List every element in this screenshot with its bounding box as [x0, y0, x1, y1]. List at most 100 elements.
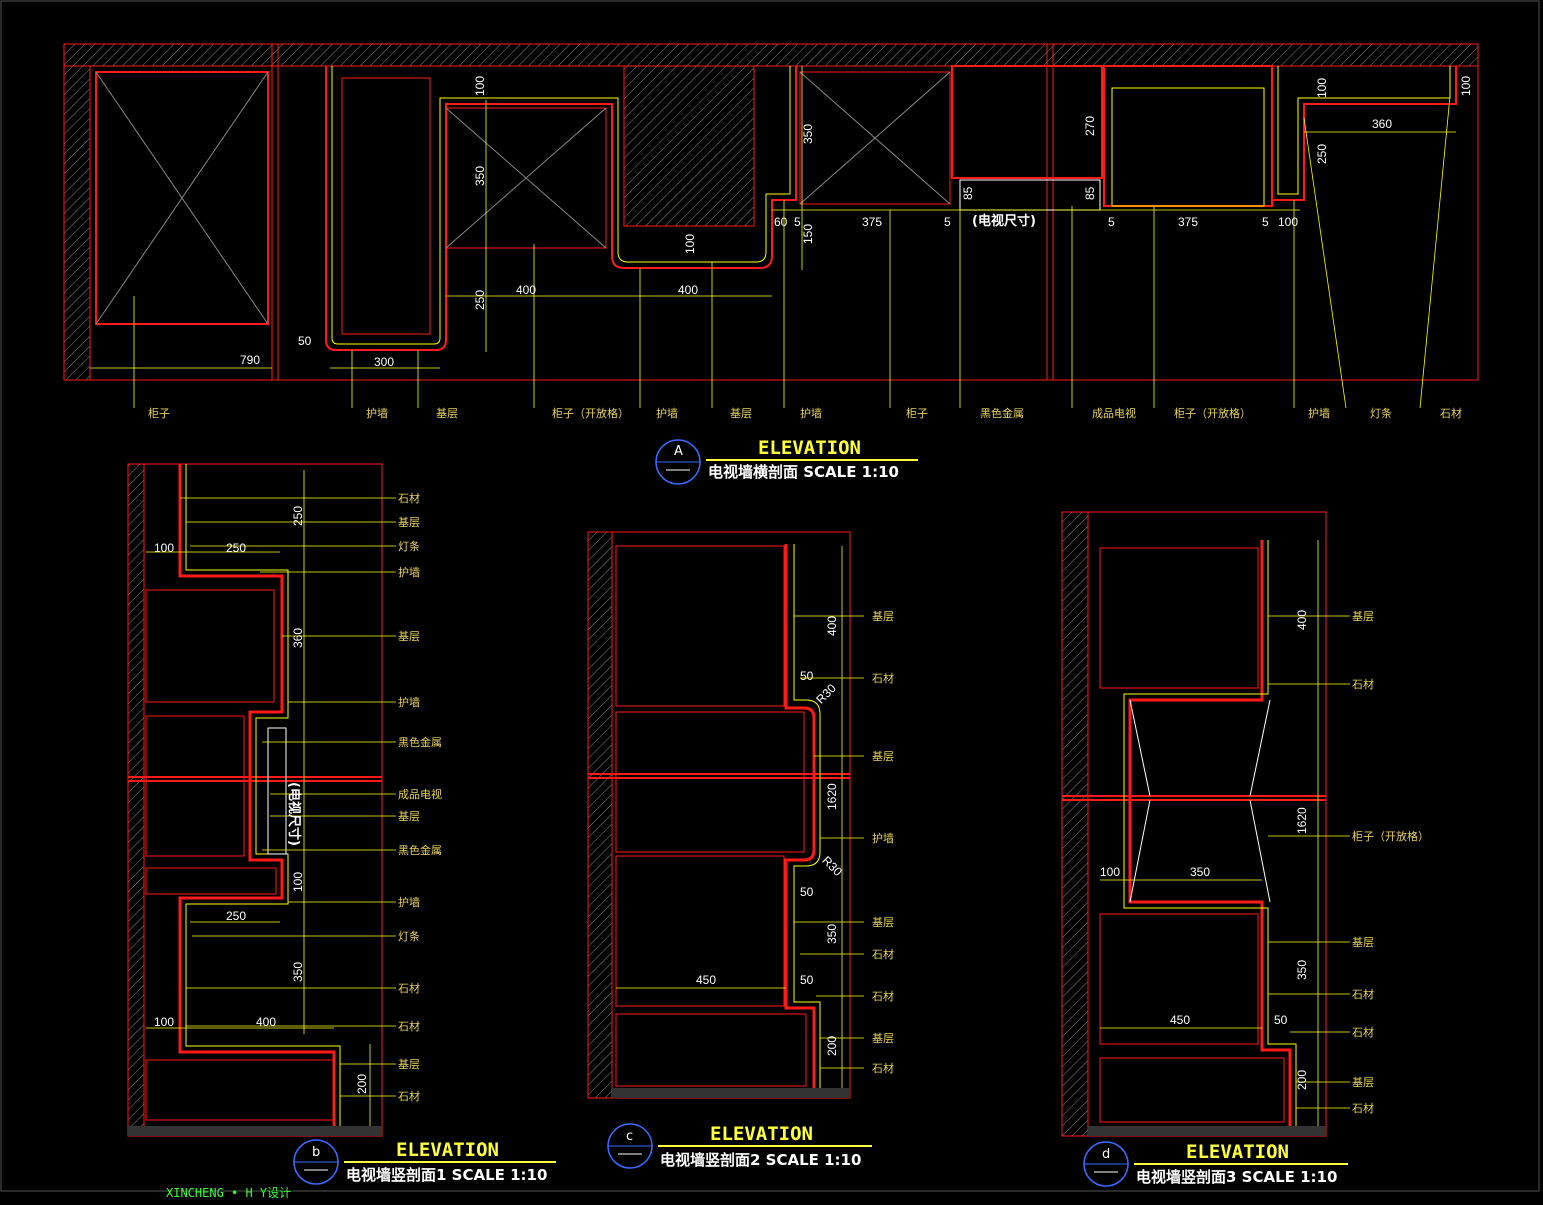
dim-a-4: 400 [678, 283, 698, 297]
dim-a-1: 300 [374, 355, 394, 369]
dim-a-0: 790 [240, 353, 260, 367]
designer-credit: XINCHENG • H Y设计 [166, 1186, 291, 1200]
label-b-2: 灯条 [398, 539, 420, 553]
label-a-2: 基层 [436, 407, 458, 420]
label-b-8: 基层 [398, 810, 420, 823]
dim-a-11: 60 [774, 215, 788, 229]
tv-size-note-b: (电视尺寸) [286, 782, 302, 846]
dim-a-7: 350 [473, 166, 487, 186]
section-c-labels: 基层 石材 基层 护墙 基层 石材 石材 基层 石材 [872, 610, 894, 1075]
section-a-plan [63, 43, 1479, 409]
label-b-14: 基层 [398, 1058, 420, 1071]
label-b-9: 黑色金属 [398, 843, 442, 857]
label-c-2: 基层 [872, 750, 894, 763]
label-d-2: 柜子（开放格） [1352, 829, 1429, 843]
label-b-3: 护墙 [398, 565, 420, 579]
label-b-13: 石材 [398, 1019, 420, 1033]
dim-a-12: 5 [794, 215, 801, 229]
dim-a-2: 50 [298, 334, 312, 348]
label-b-5: 护墙 [398, 695, 420, 709]
dim-c-8: 50 [800, 973, 814, 987]
subtitle-b: 电视墙竖剖面1 SCALE 1:10 [346, 1166, 547, 1184]
dim-d-5: 450 [1170, 1013, 1190, 1027]
label-b-6: 黑色金属 [398, 735, 442, 749]
label-b-4: 基层 [398, 630, 420, 643]
label-d-6: 基层 [1352, 1076, 1374, 1089]
title-block-c: c ELEVATION 电视墙竖剖面2 SCALE 1:10 [607, 1123, 872, 1169]
dim-a-20: 5 [1262, 215, 1269, 229]
label-b-0: 石材 [398, 491, 420, 505]
dim-b-8: 400 [256, 1015, 276, 1029]
dim-d-1: 1620 [1295, 807, 1309, 834]
dim-a-17: 85 [1083, 186, 1097, 200]
dim-c-5: 50 [800, 885, 814, 899]
dim-a-18: 5 [1108, 215, 1115, 229]
dim-a-21: 100 [1278, 215, 1298, 229]
label-b-10: 护墙 [398, 895, 420, 909]
label-a-4: 护墙 [656, 406, 678, 420]
label-a-11: 护墙 [1308, 406, 1330, 420]
label-c-8: 石材 [872, 1061, 894, 1075]
label-b-12: 石材 [398, 981, 420, 995]
title-d: ELEVATION [1186, 1141, 1289, 1163]
dim-b-2: 250 [226, 541, 246, 555]
dim-d-2: 100 [1100, 865, 1120, 879]
dim-b-9: 200 [355, 1074, 369, 1094]
label-d-7: 石材 [1352, 1101, 1374, 1115]
bubble-c: c [626, 1129, 633, 1144]
dim-c-3: 1620 [825, 783, 839, 810]
dim-a-5: 250 [473, 290, 487, 310]
label-c-3: 护墙 [872, 831, 894, 845]
dim-b-4: 100 [291, 872, 305, 892]
title-b: ELEVATION [396, 1139, 499, 1161]
label-d-0: 基层 [1352, 610, 1374, 623]
dim-d-0: 400 [1295, 610, 1309, 630]
label-a-9: 成品电视 [1092, 406, 1136, 420]
label-a-6: 护墙 [800, 406, 822, 420]
dim-a-13: 375 [862, 215, 882, 229]
subtitle-c: 电视墙竖剖面2 SCALE 1:10 [660, 1151, 861, 1169]
dim-a-9: 350 [801, 124, 815, 144]
label-a-0: 柜子 [148, 407, 170, 420]
section-b-drawing [127, 463, 396, 1137]
section-b-labels: 石材 基层 灯条 护墙 基层 护墙 黑色金属 成品电视 基层 黑色金属 护墙 灯… [398, 491, 442, 1103]
dim-b-0: 250 [291, 506, 305, 526]
bubble-d: d [1102, 1147, 1110, 1162]
dim-a-10: 150 [801, 224, 815, 244]
title-a: ELEVATION [758, 437, 861, 459]
title-block-d: d ELEVATION 电视墙竖剖面3 SCALE 1:10 [1083, 1141, 1348, 1187]
label-b-1: 基层 [398, 516, 420, 529]
dim-a-15: 270 [1083, 116, 1097, 136]
label-d-3: 基层 [1352, 936, 1374, 949]
dim-a-22: 100 [1315, 78, 1329, 98]
dim-a-8: 100 [683, 234, 697, 254]
section-d-dims: 400 1620 100 350 350 450 50 200 [1100, 610, 1309, 1090]
subtitle-a: 电视墙横剖面 SCALE 1:10 [708, 463, 899, 481]
dim-a-14: 5 [944, 215, 951, 229]
label-c-0: 基层 [872, 610, 894, 623]
label-a-3: 柜子（开放格） [552, 406, 629, 420]
label-a-1: 护墙 [366, 406, 388, 420]
dim-a-25: 100 [1459, 76, 1473, 96]
dim-c-6: 350 [825, 924, 839, 944]
label-d-5: 石材 [1352, 1025, 1374, 1039]
title-block-b: b ELEVATION 电视墙竖剖面1 SCALE 1:10 [293, 1139, 556, 1185]
label-a-7: 柜子 [906, 407, 928, 420]
dim-b-6: 350 [291, 962, 305, 982]
dim-b-1: 100 [154, 541, 174, 555]
dim-c-7: 450 [696, 973, 716, 987]
label-c-1: 石材 [872, 671, 894, 685]
tv-size-note-a: (电视尺寸) [972, 213, 1036, 229]
section-c-dims: 400 50 R30 1620 R30 50 350 450 50 200 [696, 616, 845, 1056]
dim-a-6: 100 [473, 76, 487, 96]
label-a-8: 黑色金属 [980, 406, 1024, 420]
dim-b-3: 360 [291, 628, 305, 648]
dim-a-3: 400 [516, 283, 536, 297]
dim-d-4: 350 [1295, 960, 1309, 980]
title-c: ELEVATION [710, 1123, 813, 1145]
dim-c-0: 400 [825, 616, 839, 636]
label-c-6: 石材 [872, 989, 894, 1003]
title-block-a: A ELEVATION 电视墙横剖面 SCALE 1:10 [655, 437, 918, 485]
